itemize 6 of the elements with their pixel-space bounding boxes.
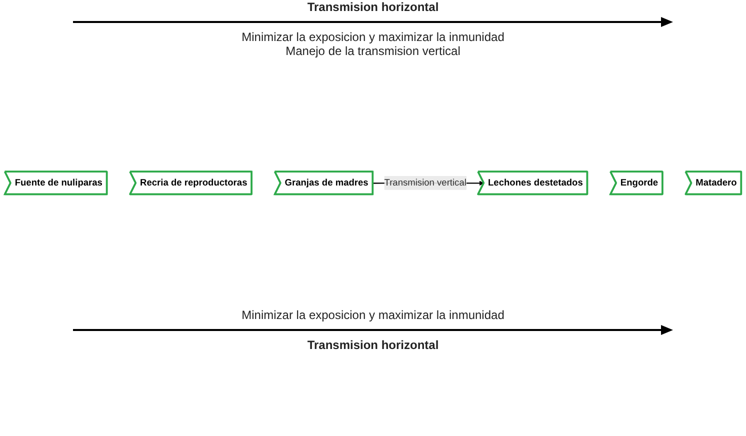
direction-label: Transmision horizontal (306, 338, 440, 352)
note-text: Minimizar la exposicion y maximizar la inmunidad (240, 30, 506, 44)
direction-label: Transmision horizontal (306, 0, 440, 14)
edge-label: Transmision vertical (384, 178, 466, 188)
note-text: Minimizar la exposicion y maximizar la inmunidad (240, 308, 506, 322)
note-text: Manejo de la transmision vertical (284, 44, 462, 58)
